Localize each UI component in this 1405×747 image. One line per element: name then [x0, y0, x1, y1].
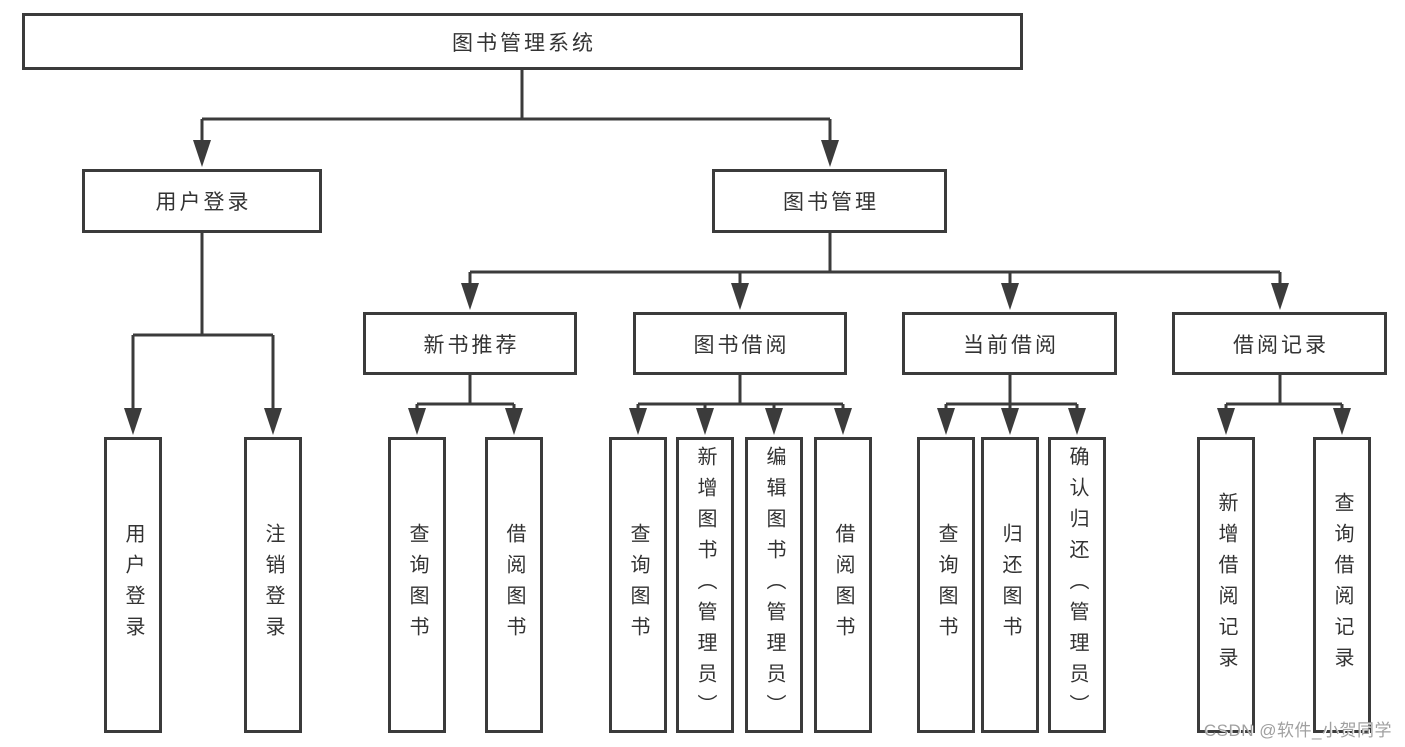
- node-borrowing-records: 借阅记录: [1172, 312, 1387, 375]
- leaf-return-books: 归还图书: [981, 437, 1039, 733]
- node-label: 查询借阅记录: [1331, 492, 1353, 678]
- node-book-management: 图书管理: [712, 169, 947, 233]
- node-label: 借阅图书: [832, 523, 854, 647]
- node-label: 查询图书: [406, 523, 428, 647]
- node-new-book-recommendation: 新书推荐: [363, 312, 577, 375]
- node-label: 查询图书: [627, 523, 649, 647]
- leaf-confirm-return-admin: 确认归还（管理员）: [1048, 437, 1106, 733]
- node-label: 图书管理: [783, 191, 879, 214]
- leaf-query-books-current: 查询图书: [917, 437, 975, 733]
- node-label: 借阅图书: [503, 523, 525, 647]
- node-label: 注销登录: [262, 523, 284, 647]
- leaf-logout-login: 注销登录: [244, 437, 302, 733]
- node-label: 借阅记录: [1233, 333, 1329, 357]
- node-label: 查询图书: [935, 523, 957, 647]
- node-label: 用户登录: [122, 523, 144, 647]
- node-current-borrowing: 当前借阅: [902, 312, 1117, 375]
- node-library-management-system: 图书管理系统: [22, 13, 1023, 70]
- node-label: 编辑图书（管理员）: [763, 445, 785, 725]
- leaf-borrow-books-recommend: 借阅图书: [485, 437, 543, 733]
- leaf-edit-books-admin: 编辑图书（管理员）: [745, 437, 803, 733]
- csdn-watermark: CSDN @软件_小贺同学: [1203, 721, 1392, 740]
- leaf-add-books-admin: 新增图书（管理员）: [676, 437, 734, 733]
- node-label: 当前借阅: [963, 333, 1059, 357]
- node-label: 用户登录: [155, 191, 252, 214]
- leaf-borrow-books: 借阅图书: [814, 437, 872, 733]
- leaf-query-borrow-record: 查询借阅记录: [1313, 437, 1371, 733]
- leaf-add-borrow-record: 新增借阅记录: [1197, 437, 1255, 733]
- node-label: 图书借阅: [693, 333, 790, 357]
- leaf-user-login: 用户登录: [104, 437, 162, 733]
- leaf-query-books-borrow: 查询图书: [609, 437, 667, 733]
- node-label: 新书推荐: [423, 333, 520, 357]
- node-label: 新增借阅记录: [1215, 492, 1237, 678]
- arrowheads: [124, 140, 1351, 435]
- node-label: 图书管理系统: [452, 31, 596, 55]
- node-label: 归还图书: [999, 523, 1021, 647]
- node-label: 确认归还（管理员）: [1066, 445, 1088, 725]
- node-user-login: 用户登录: [82, 169, 322, 233]
- leaf-query-books-recommend: 查询图书: [388, 437, 446, 733]
- node-label: 新增图书（管理员）: [694, 445, 716, 725]
- node-book-borrowing: 图书借阅: [633, 312, 847, 375]
